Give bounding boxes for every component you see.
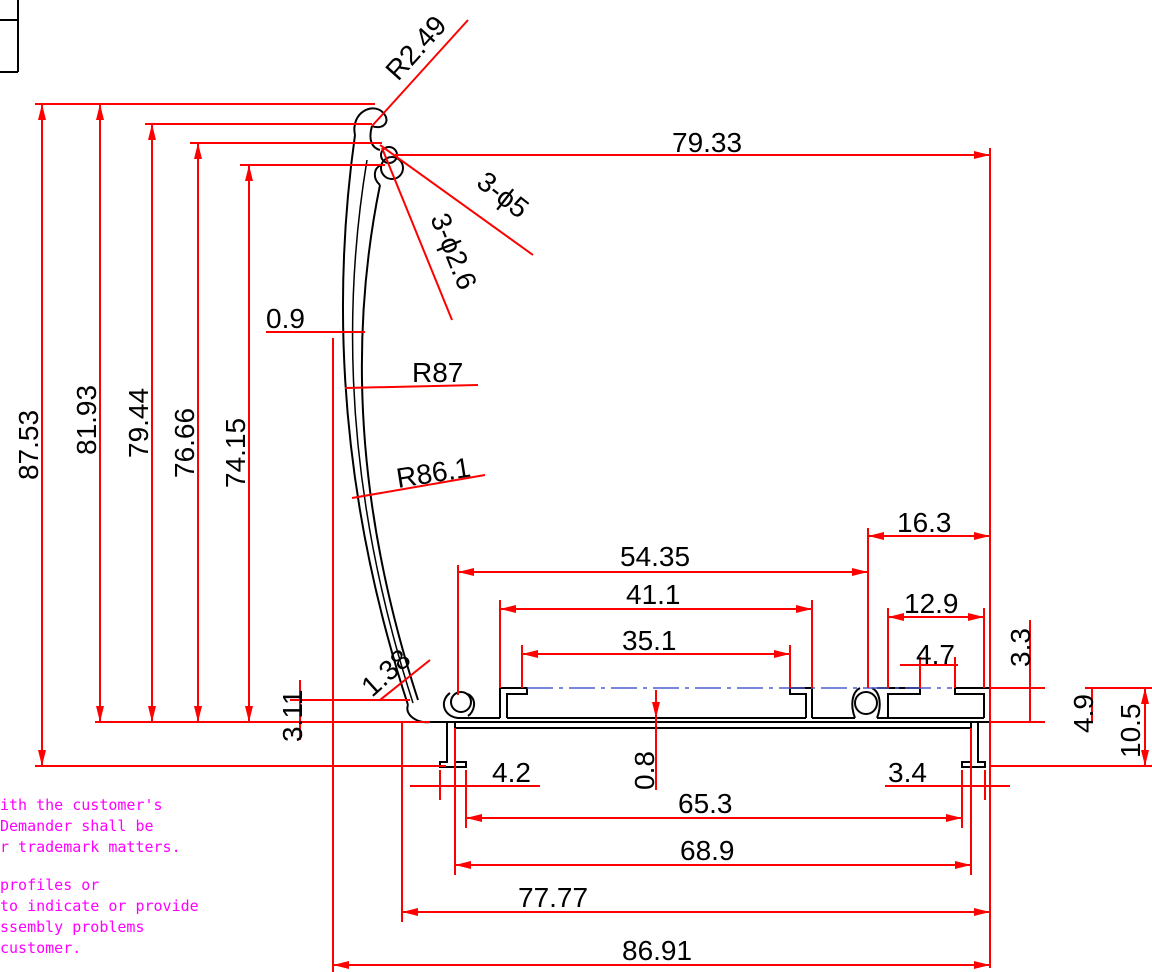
dim-1-38: 1.38: [355, 643, 416, 703]
dim-54-35: 54.35: [620, 541, 690, 572]
dim-0-8: 0.8: [629, 751, 660, 790]
dim-3-4: 3.4: [888, 757, 927, 788]
dim-r-87: R87: [412, 357, 463, 388]
disclaimer-notes: ith the customer's Demander shall be r t…: [0, 796, 199, 957]
dim-3-11: 3.11: [277, 690, 308, 742]
note-line-1: ith the customer's: [0, 796, 163, 814]
dim-74-15: 74.15: [220, 418, 251, 488]
dim-79-44: 79.44: [123, 388, 154, 458]
dim-87-53: 87.53: [13, 410, 44, 480]
note-line-7: customer.: [0, 939, 81, 957]
dim-3-holes-5: 3-ϕ5: [471, 165, 534, 224]
dim-81-93: 81.93: [71, 385, 102, 455]
dim-10-5: 10.5: [1115, 704, 1146, 759]
dim-65-3: 65.3: [678, 788, 733, 819]
dim-77-77: 77.77: [518, 882, 588, 913]
dim-3-3: 3.3: [1005, 628, 1036, 667]
dim-79-33: 79.33: [672, 127, 742, 158]
note-line-3: r trademark matters.: [0, 838, 181, 856]
dimension-lines: [35, 19, 1152, 972]
note-line-6: ssembly problems: [0, 918, 145, 936]
dim-r-86-1: R86.1: [394, 452, 473, 494]
dim-16-3: 16.3: [897, 507, 952, 538]
dim-86-91: 86.91: [622, 935, 692, 966]
dim-3-holes-2-6: 3-ϕ2.6: [424, 209, 483, 294]
dim-4-2: 4.2: [492, 757, 531, 788]
dim-0-9: 0.9: [266, 303, 305, 334]
arrowheads: [38, 104, 1149, 969]
note-line-2: Demander shall be: [0, 817, 154, 835]
note-line-5: to indicate or provide: [0, 897, 199, 915]
dim-76-66: 76.66: [169, 408, 200, 478]
note-line-4: profiles or: [0, 876, 99, 894]
profile-outline: [342, 107, 991, 768]
dim-41-1: 41.1: [626, 579, 681, 610]
dim-4-9: 4.9: [1068, 694, 1099, 733]
dim-35-1: 35.1: [622, 625, 677, 656]
dim-68-9: 68.9: [680, 835, 735, 866]
title-block-corner: [0, 0, 19, 73]
dim-12-9: 12.9: [904, 588, 959, 619]
dim-4-7: 4.7: [916, 639, 955, 670]
